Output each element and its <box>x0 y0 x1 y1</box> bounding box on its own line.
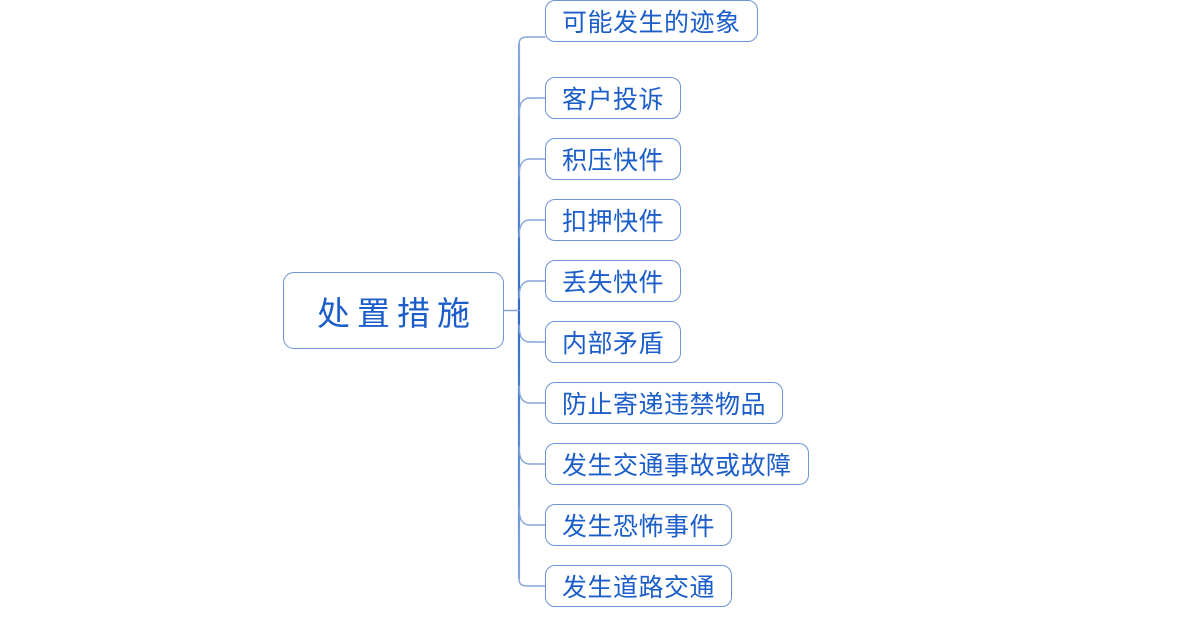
mind-node-label: 防止寄递违禁物品 <box>562 392 767 419</box>
mind-node-possible-signs[interactable]: 可能发生的迹象 <box>545 0 758 42</box>
branch-connector <box>518 97 546 116</box>
branch-connector <box>518 219 546 238</box>
branch-connector <box>518 577 546 587</box>
branch-connector <box>518 385 546 404</box>
mind-node-backlogged-parcels[interactable]: 积压快件 <box>545 138 682 180</box>
branch-connector <box>518 507 546 526</box>
branch-connector <box>518 280 546 299</box>
mind-node-internal-conflict[interactable]: 内部矛盾 <box>545 321 682 363</box>
mind-node-label: 积压快件 <box>562 148 665 175</box>
branch-connector <box>518 158 546 177</box>
mind-node-label: 发生道路交通 <box>562 575 716 602</box>
mind-node-label: 发生交通事故或故障 <box>562 453 792 480</box>
mind-node-customer-complaints[interactable]: 客户投诉 <box>545 77 682 119</box>
mind-node-label: 客户投诉 <box>562 87 665 114</box>
mind-node-label: 扣押快件 <box>562 209 665 236</box>
mind-node-prohibited-items[interactable]: 防止寄递违禁物品 <box>545 382 784 424</box>
mind-node-terror-incident[interactable]: 发生恐怖事件 <box>545 504 733 546</box>
mind-node-lost-parcels[interactable]: 丢失快件 <box>545 260 682 302</box>
branch-connector <box>518 324 546 343</box>
mind-node-label: 发生恐怖事件 <box>562 514 716 541</box>
root-node[interactable]: 处置措施 <box>283 272 504 349</box>
mind-node-label: 内部矛盾 <box>562 331 665 358</box>
root-node-label: 处置措施 <box>317 296 477 333</box>
mind-node-road-traffic[interactable]: 发生道路交通 <box>545 565 733 607</box>
mind-node-traffic-accident[interactable]: 发生交通事故或故障 <box>545 443 809 485</box>
branch-connector <box>518 446 546 465</box>
mind-node-detained-parcels[interactable]: 扣押快件 <box>545 199 682 241</box>
branch-connector <box>518 36 546 46</box>
mind-node-label: 丢失快件 <box>562 270 665 297</box>
mind-node-label: 可能发生的迹象 <box>562 10 741 37</box>
